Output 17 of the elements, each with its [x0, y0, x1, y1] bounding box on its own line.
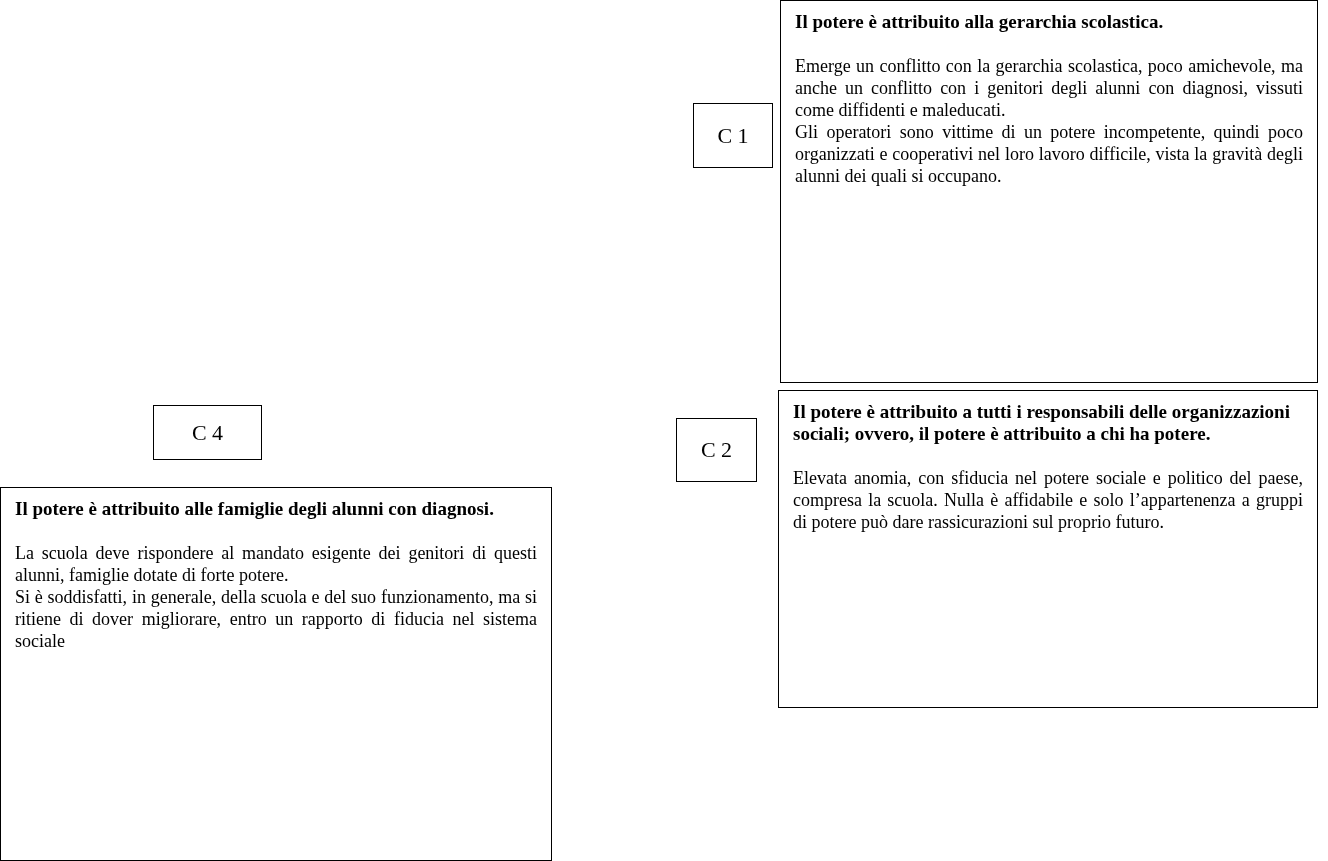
category-label: C 4 [191, 419, 224, 446]
paragraph: La scuola deve rispondere al mandato esigente dei genitori di questi alunni, famiglie dotate di forte potere. [15, 542, 537, 586]
category-box [676, 418, 757, 482]
paragraph: Emerge un conflitto con la gerarchia scolastica, poco amichevole, ma anche un conflitto con i genitori degli alunni con diagnosi, vissuti come diffidenti e maleducati. [795, 55, 1303, 121]
text-box [0, 487, 552, 861]
text-box [780, 0, 1318, 383]
category-label: C 2 [700, 437, 733, 463]
box-heading: Il potere è attribuito a tutti i responsabili delle organizzazioni sociali; ovvero, il potere è attribuito a chi ha potere. [793, 401, 1291, 445]
box-heading: Il potere è attribuito alla gerarchia scolastica. [795, 11, 1165, 33]
paragraph: Si è soddisfatti, in generale, della scuola e del suo funzionamento, ma si ritiene di dover migliorare, entro un rapporto di fiducia nel sistema sociale [15, 586, 537, 652]
category-box [693, 103, 773, 168]
text-box [778, 390, 1318, 708]
category-label: C 1 [717, 122, 749, 149]
paragraph: Elevata anomia, con sfiducia nel potere sociale e politico del paese, compresa la scuola. Nulla è affidabile e solo l’appartenenza a gruppi di potere può dare rassicurazioni sul proprio futuro. [793, 467, 1303, 533]
paragraph: Gli operatori sono vittime di un potere incompetente, quindi poco organizzati e cooperativi nel loro lavoro difficile, vista la gravità degli alunni dei quali si occupano. [795, 121, 1303, 187]
category-box [153, 405, 262, 460]
box-heading: Il potere è attribuito alle famiglie degli alunni con diagnosi. [15, 498, 495, 520]
